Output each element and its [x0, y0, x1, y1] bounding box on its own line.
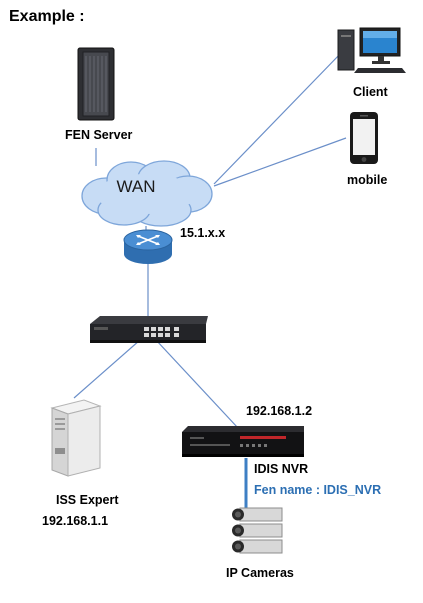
- nvr-recorder-icon: [182, 426, 304, 457]
- smartphone-icon: [350, 112, 378, 164]
- desktop-computer-icon: [337, 27, 406, 73]
- client-label: Client: [353, 85, 388, 99]
- mobile-label: mobile: [347, 173, 388, 187]
- tower-server-icon: [50, 399, 102, 477]
- nvr-label: IDIS NVR: [254, 462, 309, 476]
- wan-label: WAN: [116, 177, 156, 196]
- iss-expert-ip: 192.168.1.1: [42, 514, 109, 528]
- nvr-ip: 192.168.1.2: [246, 404, 313, 418]
- router-icon: [123, 229, 173, 264]
- fen-server-label: FEN Server: [65, 128, 133, 142]
- router-ip: 15.1.x.x: [180, 226, 226, 240]
- link-wan-mobile: [213, 137, 347, 187]
- ip-cameras-label: IP Cameras: [226, 566, 294, 580]
- iss-expert-label: ISS Expert: [56, 493, 119, 507]
- fen-name-label: Fen name : IDIS_NVR: [254, 483, 382, 497]
- server-rack-icon: [77, 47, 115, 121]
- ip-camera-icon: [232, 507, 283, 554]
- network-switch-icon: [90, 316, 208, 343]
- link-switch-nvr: [155, 339, 239, 429]
- link-switch-iss: [73, 339, 141, 399]
- cloud-icon: [81, 160, 213, 227]
- link-wan-client: [213, 51, 343, 185]
- page-title: Example :: [9, 8, 85, 25]
